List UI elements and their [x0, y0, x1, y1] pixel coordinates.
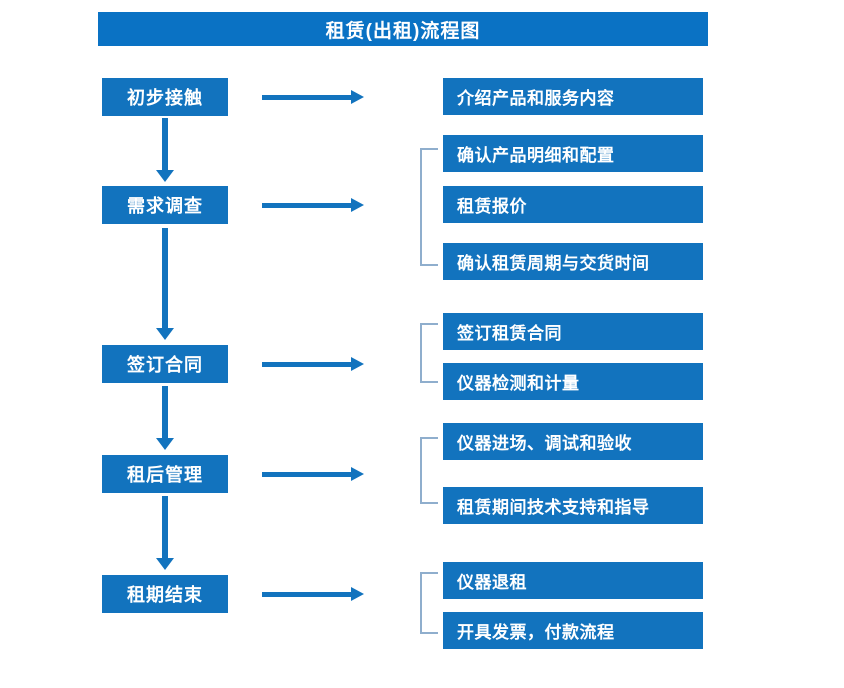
detail-box-6[interactable]: 仪器检测和计量 [443, 363, 703, 400]
arrow-shaft [262, 203, 352, 208]
stage-box-2[interactable]: 需求调查 [102, 186, 228, 224]
vertical-arrow-4 [156, 496, 174, 570]
arrow-head [351, 90, 364, 104]
vertical-arrow-1 [156, 118, 174, 182]
arrow-head [156, 170, 174, 182]
horizontal-arrow-4 [262, 467, 364, 481]
arrow-head [351, 357, 364, 371]
group-bracket-1 [420, 148, 438, 266]
stage-box-5[interactable]: 租期结束 [102, 575, 228, 613]
stage-box-3[interactable]: 签订合同 [102, 345, 228, 383]
group-bracket-2 [420, 323, 438, 383]
arrow-shaft [262, 472, 352, 477]
stage-box-1[interactable]: 初步接触 [102, 78, 228, 116]
horizontal-arrow-3 [262, 357, 364, 371]
stage-box-4[interactable]: 租后管理 [102, 455, 228, 493]
detail-box-7[interactable]: 仪器进场、调试和验收 [443, 423, 703, 460]
chart-title: 租赁(出租)流程图 [98, 12, 708, 46]
detail-box-8[interactable]: 租赁期间技术支持和指导 [443, 487, 703, 524]
vertical-arrow-3 [156, 386, 174, 450]
arrow-shaft [162, 118, 168, 170]
arrow-head [351, 198, 364, 212]
arrow-shaft [262, 95, 352, 100]
arrow-shaft [262, 592, 352, 597]
arrow-shaft [162, 496, 168, 558]
detail-box-3[interactable]: 租赁报价 [443, 186, 703, 223]
arrow-shaft [162, 228, 168, 328]
group-bracket-3 [420, 437, 438, 504]
detail-box-10[interactable]: 开具发票，付款流程 [443, 612, 703, 649]
detail-box-1[interactable]: 介绍产品和服务内容 [443, 78, 703, 115]
arrow-head [351, 587, 364, 601]
horizontal-arrow-2 [262, 198, 364, 212]
detail-box-4[interactable]: 确认租赁周期与交货时间 [443, 243, 703, 280]
arrow-head [156, 328, 174, 340]
detail-box-9[interactable]: 仪器退租 [443, 562, 703, 599]
horizontal-arrow-1 [262, 90, 364, 104]
vertical-arrow-2 [156, 228, 174, 340]
horizontal-arrow-5 [262, 587, 364, 601]
arrow-head [351, 467, 364, 481]
arrow-shaft [262, 362, 352, 367]
arrow-head [156, 558, 174, 570]
detail-box-5[interactable]: 签订租赁合同 [443, 313, 703, 350]
arrow-head [156, 438, 174, 450]
group-bracket-4 [420, 572, 438, 634]
arrow-shaft [162, 386, 168, 438]
detail-box-2[interactable]: 确认产品明细和配置 [443, 135, 703, 172]
